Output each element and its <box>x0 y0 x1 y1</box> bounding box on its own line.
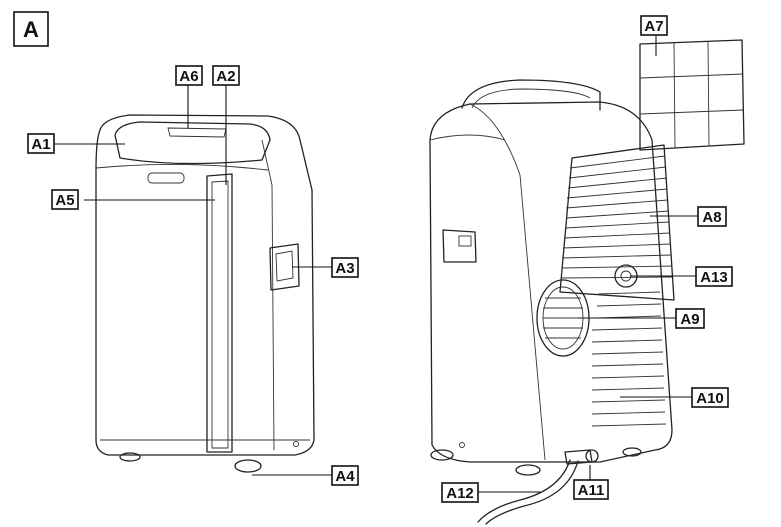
callout-a9: A9 <box>675 308 705 329</box>
figure-letter-box: A <box>13 11 49 47</box>
callout-a1-text: A1 <box>31 136 50 153</box>
callout-a3: A3 <box>331 257 359 278</box>
air-filter-panel <box>639 39 745 151</box>
rear-unit <box>429 79 675 525</box>
callout-a2-text: A2 <box>216 68 235 85</box>
callout-a10: A10 <box>691 387 729 408</box>
callout-a13: A13 <box>695 266 733 287</box>
upper-grille-louvres <box>560 155 673 279</box>
callout-a9-text: A9 <box>680 311 699 328</box>
callout-a4-text: A4 <box>335 468 355 485</box>
callout-a2: A2 <box>212 65 240 86</box>
callout-a3-text: A3 <box>335 260 354 277</box>
callout-a8-text: A8 <box>702 209 721 226</box>
callout-a13-text: A13 <box>700 269 728 286</box>
callout-a1: A1 <box>27 133 55 154</box>
callout-a7: A7 <box>640 15 668 36</box>
callout-a6: A6 <box>175 65 203 86</box>
callout-a12-text: A12 <box>446 485 474 502</box>
fan-outlet-bars <box>543 297 583 339</box>
lower-grille-louvres <box>591 291 667 427</box>
callout-a5: A5 <box>51 189 79 210</box>
callout-a6-text: A6 <box>179 68 198 85</box>
callout-a10-text: A10 <box>696 390 724 407</box>
figure-letter: A <box>23 17 39 42</box>
leader-lines <box>52 34 698 493</box>
callout-a7-text: A7 <box>644 18 663 35</box>
callout-a12: A12 <box>441 482 479 503</box>
callout-a8: A8 <box>697 206 727 227</box>
callout-a5-text: A5 <box>55 192 74 209</box>
callout-a11-text: A11 <box>578 482 605 499</box>
front-unit <box>95 114 315 473</box>
callout-a11: A11 <box>573 479 609 500</box>
callout-a4: A4 <box>331 465 359 486</box>
